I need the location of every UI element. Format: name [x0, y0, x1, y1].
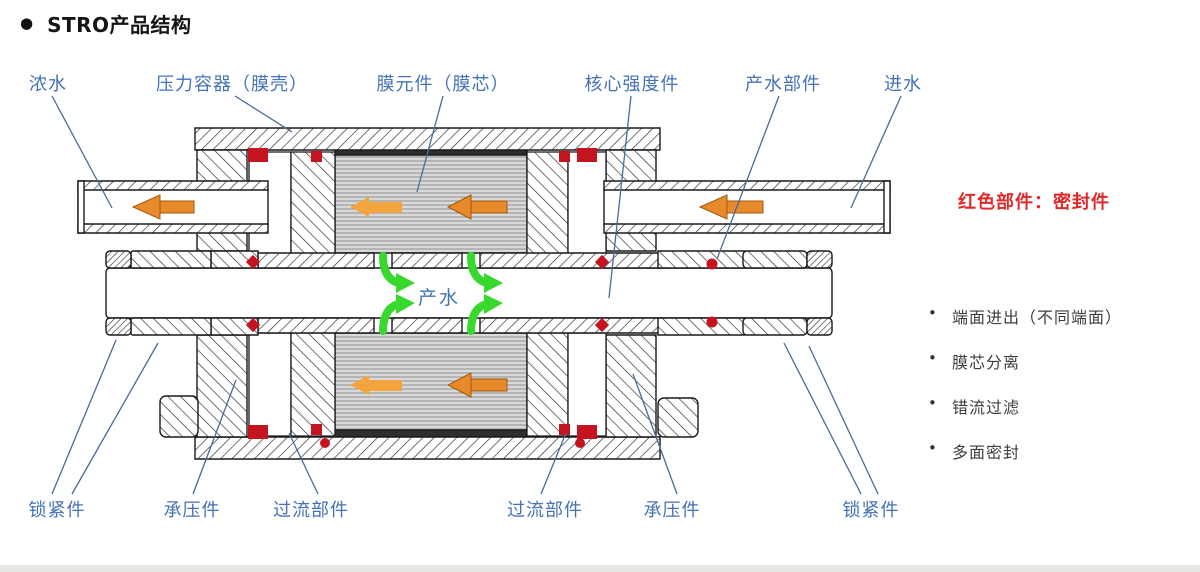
- feature-list: • 端面进出（不同端面） • 膜芯分离 • 错流过滤 • 多面密封: [928, 304, 1122, 484]
- permeate-arrows: [383, 256, 503, 331]
- flow-arrow-membrane-bottom: [350, 373, 507, 397]
- flow-arrow-membrane-top: [350, 195, 507, 219]
- lock-nut-right: [743, 251, 832, 335]
- top-label-feed: 进水: [884, 74, 922, 95]
- feature-item: • 多面密封: [928, 439, 1122, 463]
- bottom-label-flow-part-left: 过流部件: [273, 500, 349, 521]
- feature-text: 多面密封: [952, 443, 1021, 462]
- seal-marks: [245, 148, 718, 448]
- top-label-pressure-vessel: 压力容器（膜壳）: [156, 74, 308, 95]
- bottom-label-lock-left: 锁紧件: [28, 500, 86, 521]
- pressure-vessel-shell: [160, 128, 698, 459]
- feature-bullet-icon: •: [928, 439, 937, 457]
- bottom-label-bearing-right: 承压件: [643, 500, 701, 521]
- permeate-flow-label: 产水: [418, 287, 461, 309]
- feature-bullet-icon: •: [928, 394, 937, 412]
- feature-item: • 膜芯分离: [928, 349, 1122, 373]
- feature-text: 膜芯分离: [952, 353, 1021, 372]
- flow-arrow-concentrate: [133, 195, 194, 219]
- top-label-permeate-part: 产水部件: [745, 74, 821, 95]
- page-title: STRO产品结构: [47, 13, 192, 37]
- bottom-strip: [0, 565, 1200, 572]
- feature-bullet-icon: •: [928, 304, 937, 322]
- top-label-membrane-element: 膜元件（膜芯）: [376, 74, 510, 95]
- bottom-label-bearing-left: 承压件: [163, 500, 221, 521]
- top-label-concentrate: 浓水: [29, 74, 67, 95]
- seal-note: 红色部件：密封件: [958, 192, 1110, 213]
- page-header: ● STRO产品结构: [20, 9, 192, 38]
- feature-text: 端面进出（不同端面）: [952, 308, 1123, 327]
- bullet-icon: ●: [20, 14, 34, 32]
- bottom-label-flow-part-right: 过流部件: [507, 500, 583, 521]
- flow-arrow-feed: [700, 195, 763, 219]
- bottom-label-lock-right: 锁紧件: [842, 500, 900, 521]
- lock-nut-left: [106, 251, 211, 335]
- feature-bullet-icon: •: [928, 349, 937, 367]
- top-label-core-strength: 核心强度件: [584, 74, 680, 95]
- feature-item: • 错流过滤: [928, 394, 1122, 418]
- feature-item: • 端面进出（不同端面）: [928, 304, 1122, 328]
- leader-lines: [52, 96, 901, 494]
- support-blocks: [249, 152, 606, 436]
- feature-text: 错流过滤: [952, 398, 1021, 417]
